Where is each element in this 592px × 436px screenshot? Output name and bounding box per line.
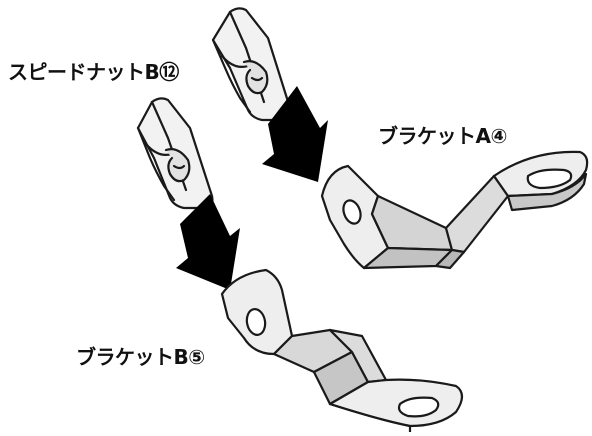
down-arrow-icon <box>176 194 240 290</box>
bracket-b-label: ブラケットB⑤ <box>76 345 205 369</box>
speed-nut-clip-upper <box>211 7 292 122</box>
speed-nut-clip-lower <box>136 97 214 210</box>
bracket-a-part <box>320 150 589 270</box>
down-arrow-icon <box>262 86 328 182</box>
bracket-a-label: ブラケットA④ <box>378 124 507 148</box>
speed-nut-b-label: スピードナットB⑫ <box>8 60 179 84</box>
bracket-b-part <box>220 268 464 436</box>
